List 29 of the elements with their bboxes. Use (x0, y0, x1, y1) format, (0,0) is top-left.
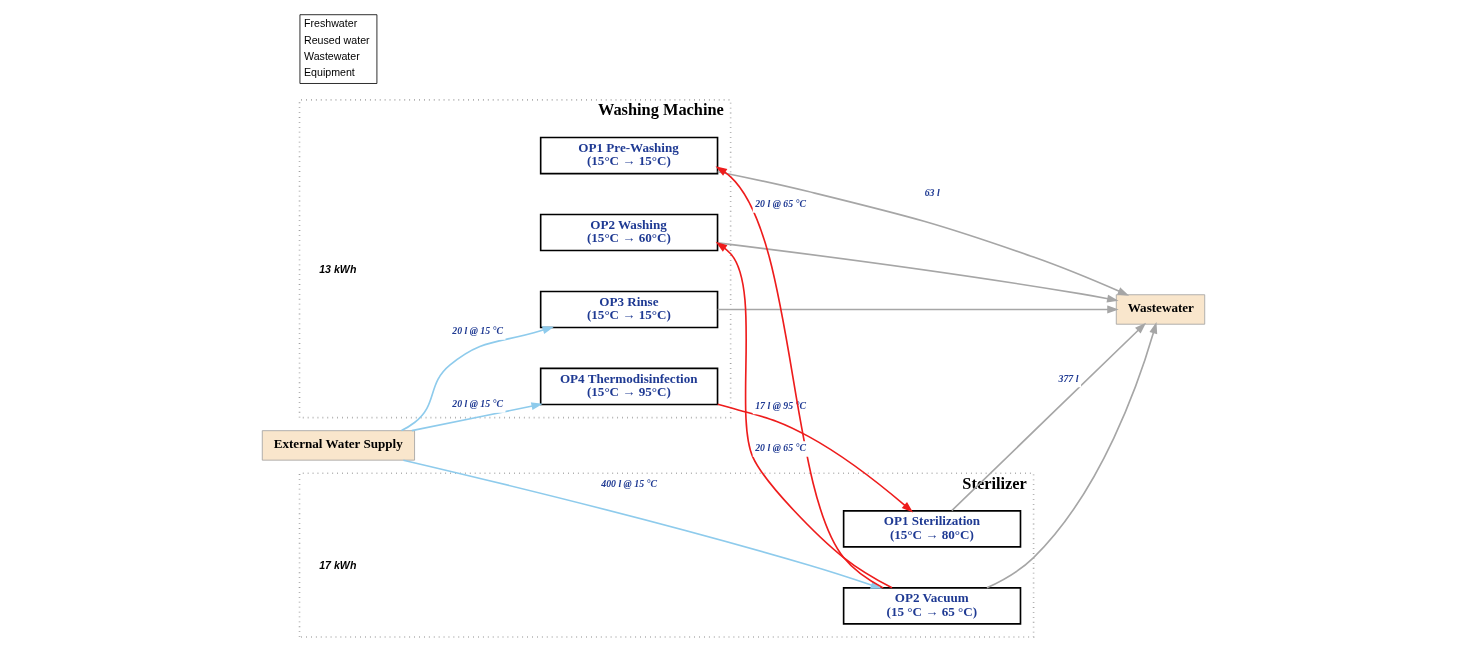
edge-label: 20 l @ 15 °C (452, 325, 504, 337)
node-box: OP1 Pre-Washing (15°C → 15°C) (539, 136, 719, 175)
arrow (716, 403, 914, 513)
arrow (715, 166, 884, 589)
node-box: Wastewater (1115, 294, 1206, 325)
arrow (986, 321, 1158, 589)
arrow (715, 241, 893, 589)
node-box: External Water Supply (261, 430, 415, 461)
edge-label: 20 l @ 65 °C (755, 198, 807, 210)
legend-label: Wastewater (304, 50, 360, 63)
legend-label: Freshwater (304, 17, 358, 30)
node-box: OP1 Sterilization (15°C → 80°C) (842, 510, 1022, 548)
legend-label: Equipment (304, 66, 355, 79)
edge-label: 63 l (924, 186, 940, 198)
edge-label: 400 l @ 15 °C (601, 478, 657, 490)
arrow (716, 305, 1119, 314)
node-box: OP2 Washing (15°C → 60°C) (539, 213, 719, 252)
arrow (716, 242, 1119, 303)
arrow (951, 322, 1147, 512)
edge-label: 377 l (1058, 372, 1079, 384)
edge-label: 20 l @ 65 °C (755, 442, 807, 454)
node-box: OP4 Thermodisinfection (15°C → 95°C) (539, 367, 719, 406)
arrow (411, 402, 543, 432)
legend-label: Reused water (304, 33, 370, 46)
node-box: OP2 Vacuum (15 °C → 65 °C) (842, 587, 1022, 625)
node-box: OP3 Rinse (15°C → 15°C) (539, 290, 719, 329)
edge-label: 20 l @ 15 °C (452, 398, 504, 410)
arrow (402, 459, 883, 589)
arrow (716, 170, 1130, 296)
